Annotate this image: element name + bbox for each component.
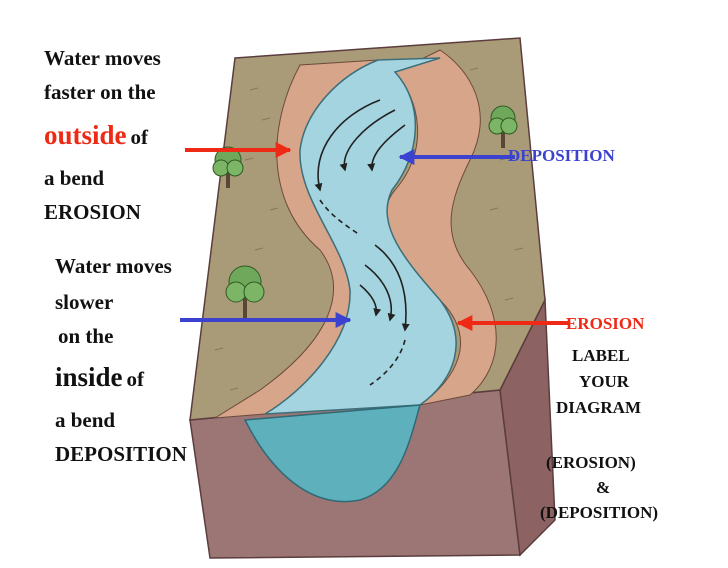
tree-icon [488, 105, 518, 148]
text-a-bend-2: a bend [55, 408, 116, 432]
flow-arrows-lower [359, 244, 410, 386]
text-erosion-left: EROSION [44, 200, 141, 224]
label-deposition-top: DEPOSITION [508, 146, 615, 165]
text-of-2: of [126, 367, 145, 391]
instruction-ampersand: & [596, 478, 611, 497]
text-of-1: of [130, 125, 149, 149]
text-faster-on-the: faster on the [44, 80, 156, 104]
text-a-bend-1: a bend [44, 166, 105, 190]
label-erosion-right: EROSION [566, 314, 645, 333]
text-inside: inside [55, 362, 123, 392]
flow-arrows-upper [314, 99, 406, 236]
text-water-moves-2: Water moves [55, 254, 172, 278]
river-cross-section [243, 404, 422, 503]
instruction-erosion: (EROSION) [546, 453, 636, 472]
text-on-the: on the [58, 324, 114, 348]
instruction-your: YOUR [579, 372, 630, 391]
text-deposition-left: DEPOSITION [55, 442, 187, 466]
instruction-diagram: DIAGRAM [556, 398, 641, 417]
instruction-label: LABEL [572, 346, 630, 365]
text-slower: slower [55, 290, 114, 314]
text-inside-of: inside of [55, 362, 144, 393]
tree-icon [212, 146, 244, 188]
text-outside: outside [44, 120, 127, 150]
text-water-moves-1: Water moves [44, 46, 161, 70]
text-outside-of: outside of [44, 120, 148, 151]
instruction-deposition: (DEPOSITION) [540, 503, 659, 522]
tree-icon [225, 265, 265, 318]
